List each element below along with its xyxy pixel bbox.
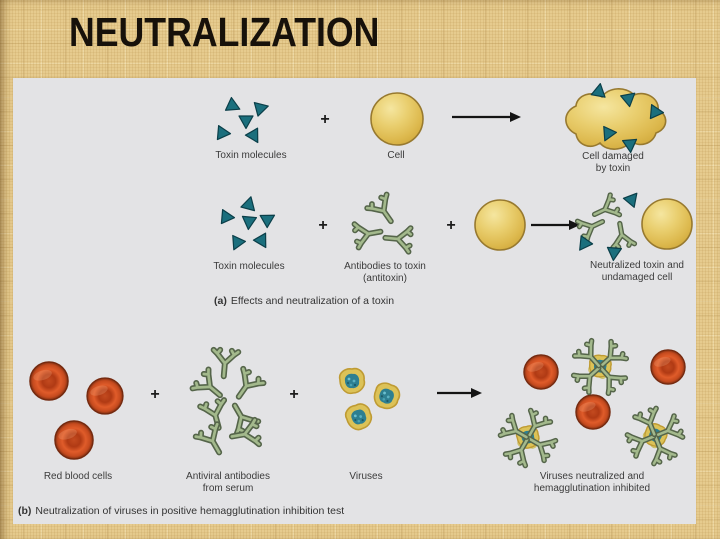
caption-b: (b) Neutralization of viruses in positive… xyxy=(18,505,344,517)
red-blood-cell-icon xyxy=(54,420,94,460)
neutralized-virus-complex-icon xyxy=(497,407,560,470)
toxin-molecule-icon xyxy=(590,81,608,98)
toxin-molecule-icon xyxy=(224,96,244,117)
undamaged-cell-icon xyxy=(641,198,693,250)
toxin-molecule-icon xyxy=(259,208,279,229)
toxin-molecule-icon xyxy=(622,188,643,208)
caption-a: (a) Effects and neutralization of a toxin xyxy=(214,295,394,307)
diagram-panel: Toxin molecules + Cell Cell damaged by t… xyxy=(13,78,696,524)
plus-sign: + xyxy=(320,111,329,128)
toxin-molecule-icon xyxy=(226,234,247,254)
toxin-cluster-row1 xyxy=(216,96,271,147)
red-blood-cells-group xyxy=(29,361,124,460)
neutralized-toxin-label-line2: undamaged cell xyxy=(602,272,673,283)
toxin-molecule-icon xyxy=(253,98,271,117)
red-blood-cells-label: Red blood cells xyxy=(44,471,112,482)
cell-label: Cell xyxy=(387,150,404,161)
antiviral-antibodies-label-line1: Antiviral antibodies xyxy=(186,471,270,482)
plus-sign: + xyxy=(446,217,455,234)
antitoxin-antibody-cluster xyxy=(354,194,411,252)
virus-icon xyxy=(342,401,375,433)
antibody-icon xyxy=(384,226,411,252)
virus-icon xyxy=(338,367,366,395)
hemagglutination-inhibited-group xyxy=(497,336,692,472)
reaction-arrow-row1 xyxy=(452,112,521,122)
caption-a-text: Effects and neutralization of a toxin xyxy=(231,295,394,307)
plus-sign: + xyxy=(150,386,159,403)
plus-sign: + xyxy=(318,217,327,234)
toxin-molecule-icon xyxy=(216,124,232,142)
reaction-arrow-row2 xyxy=(531,220,580,230)
virus-icon xyxy=(369,378,404,414)
neutralized-virus-complex-icon xyxy=(618,399,691,472)
cell-icon-row1 xyxy=(370,92,424,146)
red-blood-cell-icon xyxy=(523,354,559,390)
neutralized-toxin-label-line1: Neutralized toxin and xyxy=(590,260,684,271)
viruses-label: Viruses xyxy=(349,471,382,482)
neutralized-virus-complex-icon xyxy=(569,336,630,397)
toxin-molecule-icon xyxy=(240,215,258,231)
toxin-cluster-row2 xyxy=(220,194,279,254)
antiviral-antibody-cluster xyxy=(192,349,264,458)
red-blood-cell-icon xyxy=(29,361,69,401)
antibody-icon xyxy=(224,399,258,434)
caption-b-text: Neutralization of viruses in positive he… xyxy=(35,505,344,517)
caption-b-prefix: (b) xyxy=(18,505,31,517)
antibody-icon xyxy=(230,420,260,449)
page-title: NEUTRALIZATION xyxy=(69,9,380,55)
red-blood-cell-icon xyxy=(650,349,686,385)
toxin-molecule-icon xyxy=(240,194,259,212)
antibodies-to-toxin-label-line1: Antibodies to toxin xyxy=(344,261,426,272)
toxin-molecule-icon xyxy=(244,127,265,147)
antibody-icon xyxy=(609,222,635,248)
toxin-molecules-label-row1: Toxin molecules xyxy=(215,150,286,161)
antibody-icon xyxy=(229,368,264,403)
antibody-icon xyxy=(354,220,383,248)
toxin-molecules-label-row2: Toxin molecules xyxy=(213,261,284,272)
neutralized-toxin-complex-icon xyxy=(573,188,643,262)
reaction-arrow-row3 xyxy=(437,388,482,398)
neutralization-diagram: Toxin molecules + Cell Cell damaged by t… xyxy=(18,81,693,517)
antibody-icon xyxy=(367,194,401,228)
antibodies-to-toxin-label-line2: (antitoxin) xyxy=(363,273,407,284)
viruses-neutralized-label-line1: Viruses neutralized and xyxy=(540,471,644,482)
toxin-molecule-icon xyxy=(220,208,236,226)
toxin-molecule-icon xyxy=(252,232,273,252)
viruses-neutralized-label-line2: hemagglutination inhibited xyxy=(534,483,650,494)
antiviral-antibodies-label-line2: from serum xyxy=(203,483,254,494)
viruses-group xyxy=(338,367,404,433)
cell-icon-row2 xyxy=(474,199,526,251)
cell-damaged-label-line1: Cell damaged xyxy=(582,151,644,162)
antibody-icon xyxy=(211,349,238,377)
damaged-cell-icon xyxy=(565,81,667,154)
red-blood-cell-icon xyxy=(86,377,124,415)
antibody-icon xyxy=(590,195,620,225)
red-blood-cell-icon xyxy=(575,394,611,430)
cell-damaged-label-line2: by toxin xyxy=(596,163,630,174)
caption-a-prefix: (a) xyxy=(214,295,227,307)
plus-sign: + xyxy=(289,386,298,403)
antibody-icon xyxy=(195,424,229,459)
toxin-molecule-icon xyxy=(238,115,254,130)
